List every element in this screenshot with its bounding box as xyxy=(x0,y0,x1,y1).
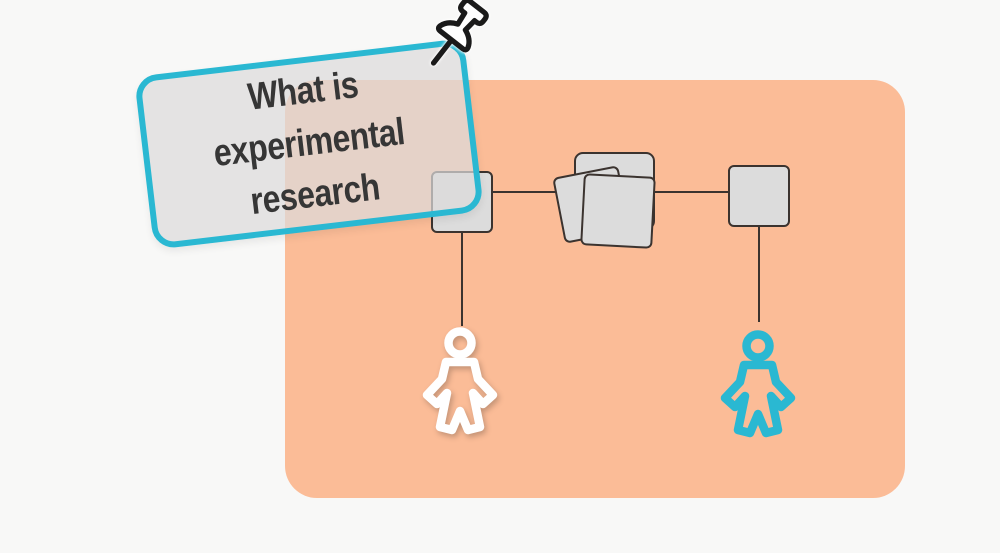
group-box-right xyxy=(728,165,790,227)
connector-right-vertical xyxy=(758,227,760,322)
pushpin-icon xyxy=(408,0,504,88)
card-stack-front xyxy=(580,173,656,249)
page-title: What is experimental research xyxy=(205,56,414,232)
connector-left-vertical xyxy=(461,233,463,326)
participant-right-person-icon xyxy=(716,330,800,448)
participant-left-person-icon xyxy=(418,327,502,445)
